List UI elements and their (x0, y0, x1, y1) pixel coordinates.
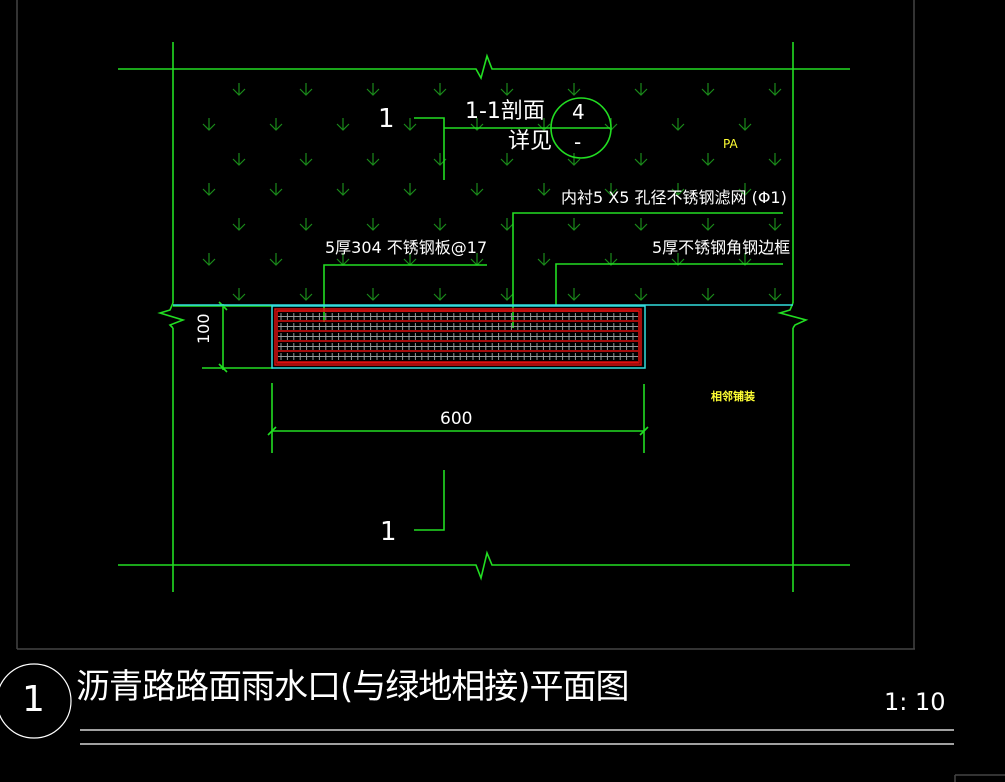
width-dimension: 600 (440, 409, 473, 429)
drawing-scale: 1: 10 (884, 688, 946, 716)
angle-frame-annotation: 5厚不锈钢角钢边框 (652, 238, 791, 257)
section-bubble-bottom: - (574, 130, 582, 154)
steel-plate-annotation: 5厚304 不锈钢板@17 (325, 238, 488, 257)
depth-dimension: 100 (194, 313, 213, 344)
curb-edge-line (173, 304, 793, 369)
title-underline (80, 729, 954, 745)
section-callout-title: 1-1剖面 (465, 99, 545, 124)
section-callout-ref: 详见 (508, 129, 553, 154)
section-bubble-top: 4 (572, 100, 585, 124)
stainless-grate (274, 308, 642, 366)
filter-mesh-annotation: 内衬5 X5 孔径不锈钢滤网 (Φ1) (561, 188, 787, 207)
planting-area-hatch (202, 83, 782, 301)
detail-number-circle (0, 663, 72, 739)
structure-lines (118, 42, 850, 592)
section-label-top: 1 (378, 104, 395, 134)
detail-number: 1 (22, 679, 45, 720)
adjacent-paving-label: 相邻铺装 (711, 390, 755, 403)
section-label-bottom: 1 (380, 517, 397, 547)
viewport-frame (16, 0, 1005, 782)
area-label-pa: PA (723, 137, 738, 151)
drawing-title: 沥青路路面雨水口(与绿地相接)平面图 (76, 667, 630, 707)
